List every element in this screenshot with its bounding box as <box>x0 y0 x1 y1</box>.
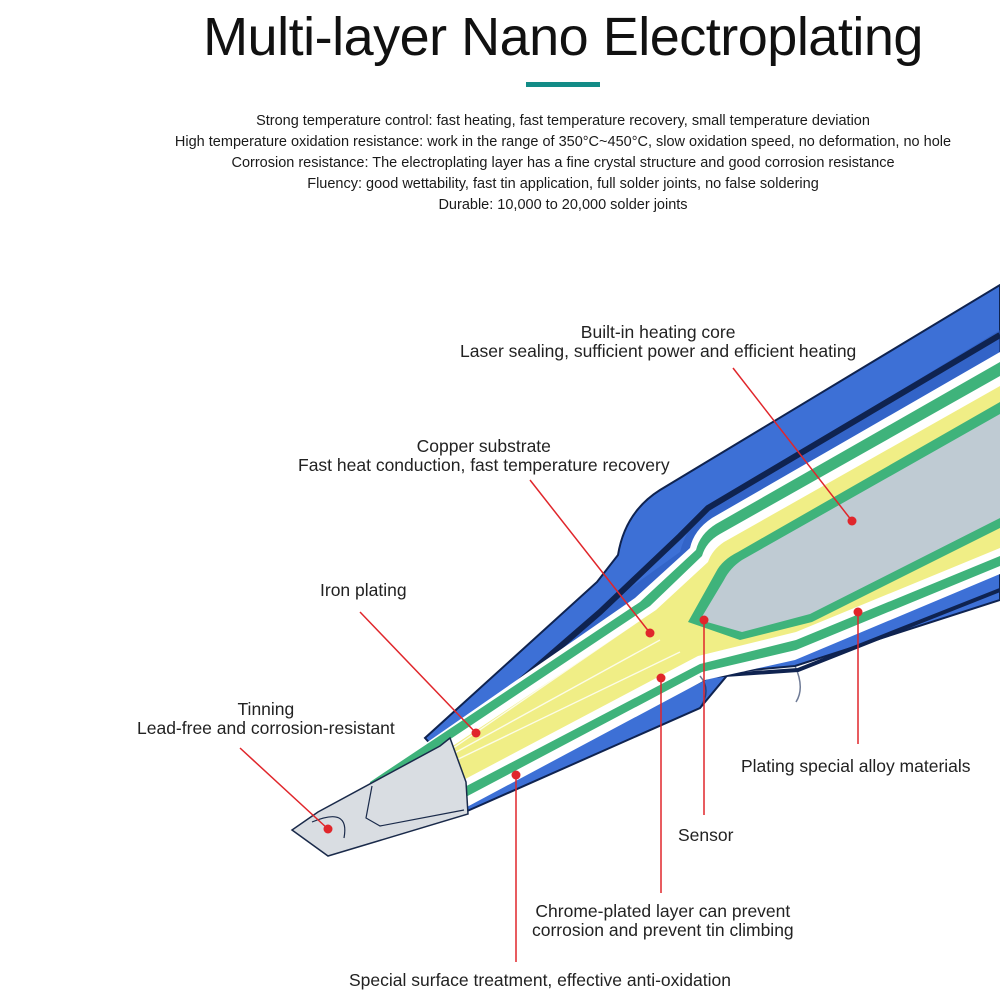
marker-alloy <box>853 607 863 617</box>
chrome-line2: corrosion and prevent tin climbing <box>532 920 794 940</box>
label-chrome-plated: Chrome-plated layer can prevent corrosio… <box>532 902 794 940</box>
copper-desc: Fast heat conduction, fast temperature r… <box>298 455 670 475</box>
leader-tinning <box>239 747 329 830</box>
tip-inner-outline <box>365 785 465 827</box>
leader-heating-core <box>732 367 853 522</box>
dark-outline-upper <box>448 332 1000 745</box>
label-surface-treatment: Special surface treatment, effective ant… <box>349 971 731 990</box>
label-copper-substrate: Copper substrate Fast heat conduction, f… <box>298 437 670 475</box>
marker-heating-core <box>847 516 857 526</box>
label-alloy-materials: Plating special alloy materials <box>741 757 971 776</box>
title-underline <box>526 82 600 87</box>
page-title: Multi-layer Nano Electroplating <box>203 7 923 67</box>
leader-iron <box>359 611 477 734</box>
sensor-title: Sensor <box>678 825 734 845</box>
marker-surface <box>511 770 521 780</box>
lower-band-curve <box>699 665 801 709</box>
marker-sensor <box>699 615 709 625</box>
feature-corrosion-resistance: Corrosion resistance: The electroplating… <box>231 155 895 171</box>
marker-chrome <box>656 673 666 683</box>
iron-title: Iron plating <box>320 580 407 600</box>
feature-fluency: Fluency: good wettability, fast tin appl… <box>307 176 819 192</box>
heating-core-desc: Laser sealing, sufficient power and effi… <box>460 341 857 361</box>
marker-iron <box>471 728 481 738</box>
leader-copper <box>529 479 651 634</box>
label-tinning: Tinning Lead-free and corrosion-resistan… <box>137 700 395 738</box>
tinning-title: Tinning <box>237 699 295 719</box>
chrome-line1: Chrome-plated layer can prevent <box>535 901 791 921</box>
tinning-desc: Lead-free and corrosion-resistant <box>137 718 395 738</box>
marker-copper <box>645 628 655 638</box>
marker-tinning <box>323 824 333 834</box>
feature-durable: Durable: 10,000 to 20,000 solder joints <box>438 197 688 213</box>
feature-oxidation-resistance: High temperature oxidation resistance: w… <box>174 134 952 150</box>
alloy-title: Plating special alloy materials <box>741 756 971 776</box>
tinned-tip <box>290 736 469 857</box>
label-heating-core: Built-in heating core Laser sealing, suf… <box>460 323 856 361</box>
label-sensor: Sensor <box>678 826 733 845</box>
feature-list: Strong temperature control: fast heating… <box>0 111 1000 216</box>
heating-core-title: Built-in heating core <box>580 322 736 342</box>
feature-temperature-control: Strong temperature control: fast heating… <box>256 113 870 129</box>
surface-title: Special surface treatment, effective ant… <box>349 970 731 990</box>
copper-title: Copper substrate <box>416 436 551 456</box>
label-iron-plating: Iron plating <box>320 581 407 600</box>
